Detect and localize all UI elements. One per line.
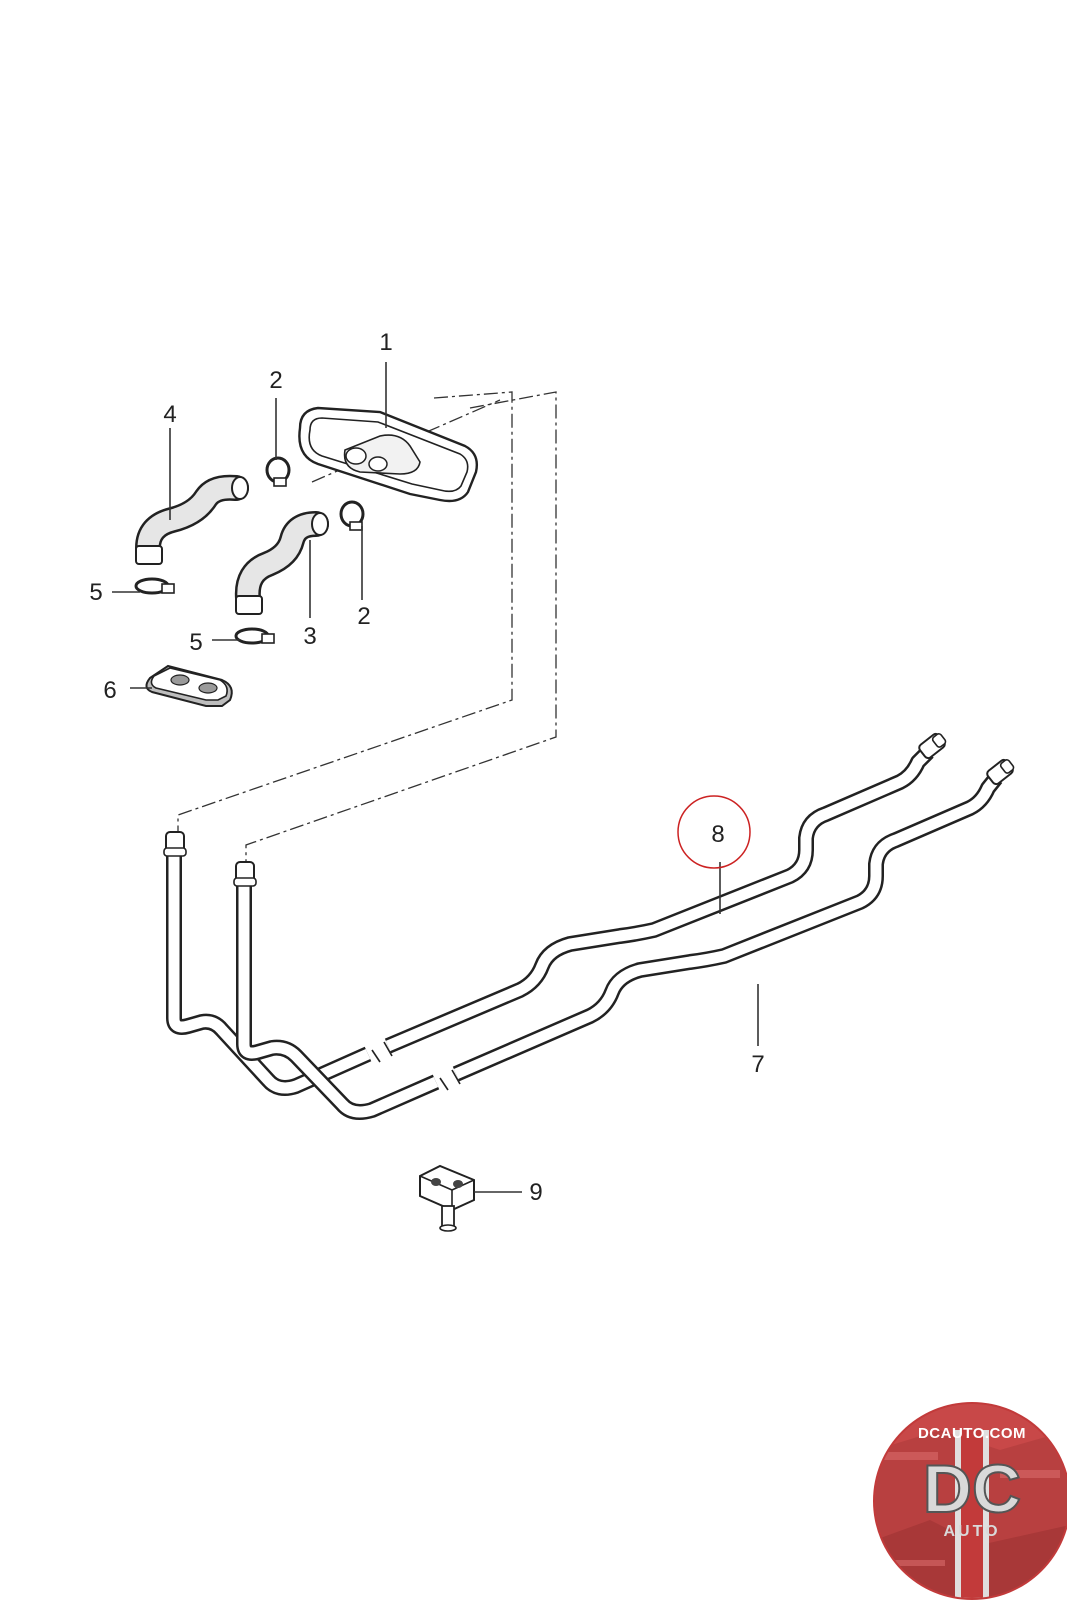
callout-2-upper: 2	[269, 367, 282, 394]
part-9-bracket	[419, 1164, 475, 1232]
callout-2-lower: 2	[357, 603, 370, 630]
callout-1: 1	[379, 329, 392, 356]
part-2-clamp-upper	[265, 456, 291, 487]
callout-8: 8	[711, 821, 724, 848]
callouts: 1 2 2 3 4 5 5 6 7 8 9	[89, 329, 764, 1206]
leader-lines	[112, 362, 759, 1193]
part-5-clamp-lower	[234, 627, 275, 645]
dcauto-logo: DCAUTO.COM DC AUTO	[873, 1402, 1067, 1600]
part-2-clamp-lower	[339, 500, 365, 531]
callout-3: 3	[303, 623, 316, 650]
part-3-hose	[234, 511, 329, 615]
callout-4: 4	[163, 401, 176, 428]
part-5-clamp-upper	[134, 577, 175, 595]
callout-5-upper: 5	[89, 579, 102, 606]
part-6-grommet	[145, 664, 233, 707]
part-4-hose	[135, 474, 249, 565]
callout-9: 9	[529, 1179, 542, 1206]
part-1-heater-flange	[298, 406, 479, 503]
logo-subtext: AUTO	[943, 1523, 1000, 1540]
callout-5-lower: 5	[189, 629, 202, 656]
logo-url: DCAUTO.COM	[918, 1425, 1026, 1442]
logo-monogram: DC	[923, 1451, 1021, 1527]
callout-7: 7	[751, 1051, 764, 1078]
part-7-pipe	[233, 758, 1015, 1120]
callout-6: 6	[103, 677, 116, 704]
part-8-pipe	[163, 732, 947, 1096]
callout-8-highlight-ring	[677, 795, 751, 869]
